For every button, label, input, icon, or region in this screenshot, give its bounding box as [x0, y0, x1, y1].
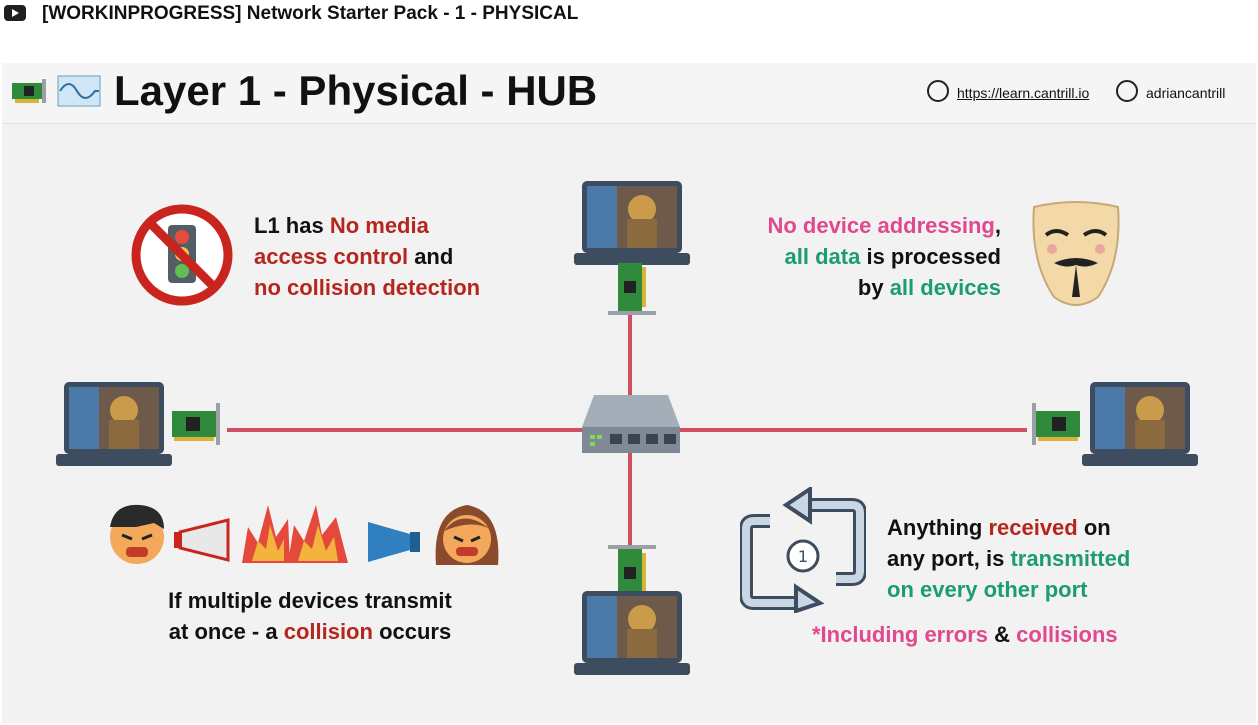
addr-highlight: all devices	[889, 275, 1001, 300]
l1-highlight: No media	[329, 213, 429, 238]
collision-text: at once - a	[168, 619, 284, 644]
errors-note: *Including errors & collisions	[812, 619, 1118, 650]
repeat-callout: Anything received on any port, is transm…	[887, 512, 1130, 605]
errors-text: &	[988, 622, 1017, 647]
l1-highlight: no collision detection	[254, 275, 481, 300]
repeat-text: any port, is	[887, 546, 1011, 571]
waveform-icon	[57, 75, 101, 107]
megaphone-icon	[368, 522, 420, 562]
hub-icon	[582, 395, 680, 453]
errors-highlight: *Including errors	[812, 622, 989, 647]
repeat-highlight: received	[988, 515, 1078, 540]
twitter-icon	[1116, 80, 1138, 102]
addr-text: ,	[994, 213, 1001, 238]
errors-highlight: collisions	[1016, 622, 1118, 647]
network-card-icon	[608, 545, 656, 597]
network-card-icon	[172, 403, 220, 445]
laptop-icon	[574, 591, 690, 675]
laptop-icon	[574, 181, 690, 265]
network-card-icon	[608, 263, 656, 315]
slide: Layer 1 - Physical - HUB https://learn.c…	[2, 63, 1256, 723]
repeat-highlight: transmitted	[1010, 546, 1131, 571]
no-traffic-light-icon	[131, 204, 233, 306]
slide-header: Layer 1 - Physical - HUB https://learn.c…	[2, 63, 1256, 124]
addr-text: is processed	[860, 244, 1001, 269]
slide-title: Layer 1 - Physical - HUB	[114, 67, 598, 114]
l1-text: L1 has	[254, 213, 330, 238]
video-title-bar: [WORKINPROGRESS] Network Starter Pack - …	[0, 0, 1258, 30]
l1-text: and	[408, 244, 454, 269]
website-link[interactable]: https://learn.cantrill.io	[957, 85, 1090, 101]
collision-callout: If multiple devices transmit at once - a…	[122, 585, 498, 647]
youtube-icon[interactable]	[4, 5, 26, 21]
l1-highlight: access control	[254, 244, 409, 269]
explosion-icon	[242, 505, 348, 563]
network-card-icon	[12, 79, 46, 103]
megaphone-icon	[174, 518, 230, 562]
collision-text: If multiple devices transmit	[168, 588, 452, 613]
laptop-icon	[56, 382, 172, 466]
repeat-highlight: on every other port	[887, 577, 1088, 602]
addr-text: by	[857, 275, 890, 300]
twitter-handle[interactable]: adriancantrill	[1146, 85, 1226, 101]
compass-icon	[927, 80, 949, 102]
collision-highlight: collision	[283, 619, 373, 644]
angry-face-icon	[435, 505, 499, 565]
repeat-arrows-icon: 1	[740, 487, 866, 613]
collision-text: occurs	[372, 619, 452, 644]
repeat-text: Anything	[887, 515, 989, 540]
network-card-icon	[1032, 403, 1080, 445]
anonymous-mask-icon	[1032, 201, 1120, 306]
laptop-icon	[1082, 382, 1198, 466]
video-title[interactable]: [WORKINPROGRESS] Network Starter Pack - …	[42, 3, 579, 24]
addr-highlight: all data	[784, 244, 861, 269]
l1-callout: L1 has No media access control and no co…	[254, 210, 480, 303]
addressing-callout: No device addressing, all data is proces…	[702, 210, 1001, 303]
angry-face-icon	[110, 504, 164, 564]
addr-highlight: No device addressing	[767, 213, 995, 238]
repeat-text: on	[1077, 515, 1111, 540]
repeat-badge: 1	[798, 547, 808, 566]
